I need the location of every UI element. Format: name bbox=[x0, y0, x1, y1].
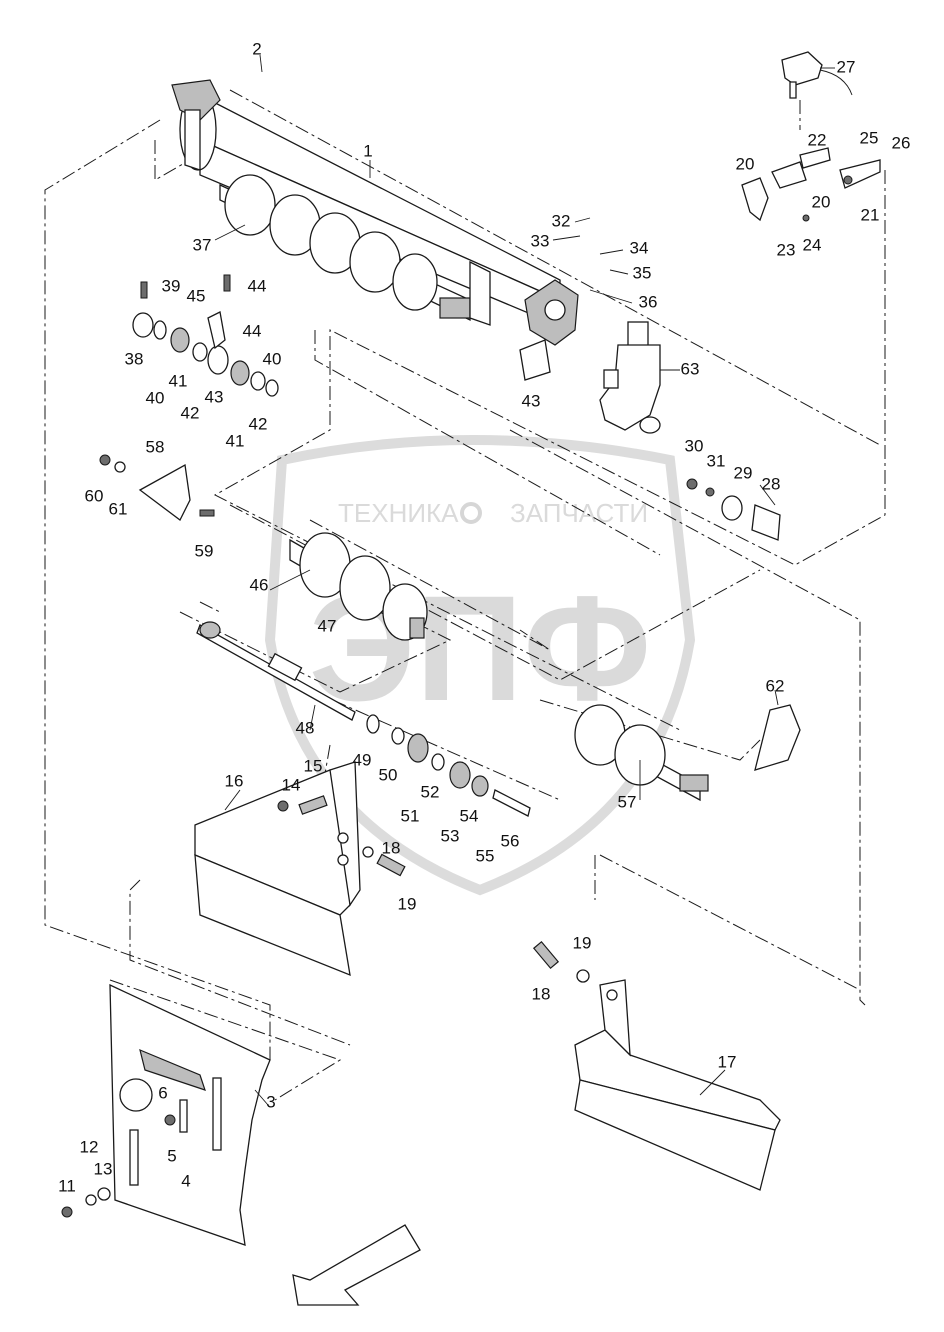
callout-label-58: 58 bbox=[146, 437, 165, 456]
support-bracket-right bbox=[532, 940, 781, 1191]
drive-shaft bbox=[196, 621, 356, 721]
callout-label-42: 42 bbox=[181, 403, 200, 422]
callout-label-57: 57 bbox=[618, 792, 637, 811]
callout-label-4: 4 bbox=[181, 1171, 190, 1190]
callout-label-29: 29 bbox=[734, 463, 753, 482]
callout-label-61: 61 bbox=[109, 499, 128, 518]
callout-label-40: 40 bbox=[263, 349, 282, 368]
center-auger bbox=[289, 532, 428, 641]
callout-label-40: 40 bbox=[146, 388, 165, 407]
right-bearing-stack bbox=[366, 714, 531, 817]
callout-label-44: 44 bbox=[243, 321, 262, 340]
sensor-assembly bbox=[741, 51, 881, 222]
callout-label-32: 32 bbox=[552, 211, 571, 230]
callout-label-56: 56 bbox=[501, 831, 520, 850]
callout-label-12: 12 bbox=[80, 1137, 99, 1156]
callout-label-63: 63 bbox=[681, 359, 700, 378]
callout-label-23: 23 bbox=[777, 240, 796, 259]
callout-label-51: 51 bbox=[401, 806, 420, 825]
callout-label-30: 30 bbox=[685, 436, 704, 455]
callout-label-44: 44 bbox=[248, 276, 267, 295]
callout-label-55: 55 bbox=[476, 846, 495, 865]
callout-label-43: 43 bbox=[205, 387, 224, 406]
callout-label-6: 6 bbox=[158, 1083, 167, 1102]
callout-label-20: 20 bbox=[812, 192, 831, 211]
callout-label-22: 22 bbox=[808, 130, 827, 149]
callout-label-35: 35 bbox=[633, 263, 652, 282]
callout-label-19: 19 bbox=[398, 894, 417, 913]
callout-label-36: 36 bbox=[639, 292, 658, 311]
callout-label-62: 62 bbox=[766, 676, 785, 695]
callout-label-11: 11 bbox=[58, 1176, 76, 1195]
direction-arrow bbox=[292, 1224, 421, 1306]
watermark-text-right: ЗАПЧАСТИ bbox=[510, 498, 648, 528]
watermark-text-left: ТЕХНИКА bbox=[338, 498, 459, 528]
callout-label-2: 2 bbox=[252, 39, 261, 58]
left-bearing-stack bbox=[132, 274, 279, 397]
main-auger-flight bbox=[219, 174, 471, 322]
callout-label-43: 43 bbox=[522, 391, 541, 410]
drive-housing bbox=[469, 260, 579, 381]
callout-label-20: 20 bbox=[736, 154, 755, 173]
callout-label-38: 38 bbox=[125, 349, 144, 368]
hydraulic-motor bbox=[599, 321, 661, 434]
callout-label-37: 37 bbox=[193, 235, 212, 254]
callout-label-48: 48 bbox=[296, 718, 315, 737]
callout-label-31: 31 bbox=[707, 451, 726, 470]
callout-label-54: 54 bbox=[460, 806, 479, 825]
callout-label-5: 5 bbox=[167, 1146, 176, 1165]
callout-label-52: 52 bbox=[421, 782, 440, 801]
callout-label-18: 18 bbox=[382, 838, 401, 857]
drive-lever-parts bbox=[686, 478, 781, 541]
shield-plate-left bbox=[99, 454, 215, 521]
callout-label-49: 49 bbox=[353, 750, 372, 769]
callout-label-53: 53 bbox=[441, 826, 460, 845]
callout-label-14: 14 bbox=[282, 775, 301, 794]
callout-label-28: 28 bbox=[762, 474, 781, 493]
callout-label-47: 47 bbox=[318, 616, 337, 635]
callout-label-33: 33 bbox=[531, 231, 550, 250]
callout-label-16: 16 bbox=[225, 771, 244, 790]
callout-label-17: 17 bbox=[718, 1052, 737, 1071]
leader-lines bbox=[214, 54, 835, 1106]
side-panel bbox=[61, 983, 271, 1246]
callout-label-41: 41 bbox=[169, 371, 188, 390]
callout-label-46: 46 bbox=[250, 575, 269, 594]
support-bracket-left bbox=[194, 761, 406, 977]
callout-label-60: 60 bbox=[85, 486, 104, 505]
callout-label-13: 13 bbox=[94, 1159, 113, 1178]
callout-label-45: 45 bbox=[187, 286, 206, 305]
callout-label-25: 25 bbox=[860, 128, 879, 147]
callout-label-1: 1 bbox=[363, 141, 372, 160]
callout-label-39: 39 bbox=[162, 276, 181, 295]
callout-label-18: 18 bbox=[532, 984, 551, 1003]
callout-label-21: 21 bbox=[861, 205, 880, 224]
assembly-lines bbox=[44, 89, 886, 1101]
callout-label-26: 26 bbox=[892, 133, 911, 152]
callout-label-27: 27 bbox=[837, 57, 856, 76]
callout-label-15: 15 bbox=[304, 756, 323, 775]
shield-plate-right bbox=[754, 704, 801, 771]
callout-label-42: 42 bbox=[249, 414, 268, 433]
callout-label-19: 19 bbox=[573, 933, 592, 952]
callout-label-41: 41 bbox=[226, 431, 245, 450]
callout-label-59: 59 bbox=[195, 541, 214, 560]
callout-label-50: 50 bbox=[379, 765, 398, 784]
callout-label-34: 34 bbox=[630, 238, 649, 257]
callout-label-3: 3 bbox=[266, 1092, 275, 1111]
callout-label-24: 24 bbox=[803, 235, 822, 254]
gear-icon bbox=[460, 502, 482, 524]
